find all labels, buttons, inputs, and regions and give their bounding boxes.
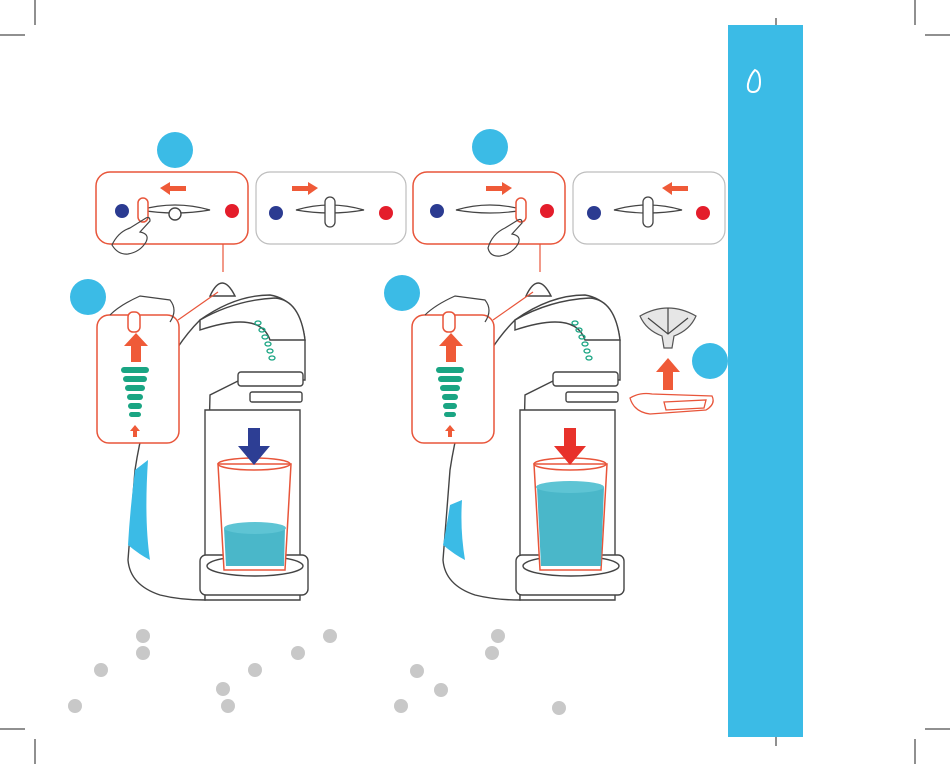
step-dot <box>157 132 193 168</box>
text-marker <box>410 664 424 678</box>
step-dot <box>472 129 508 165</box>
hot-drink-illustration <box>384 129 728 600</box>
text-marker <box>434 683 448 697</box>
text-marker <box>552 701 566 715</box>
text-markers <box>68 629 566 715</box>
drinking-glass <box>534 458 607 570</box>
text-marker <box>323 629 337 643</box>
lever-panel-right <box>573 172 725 244</box>
volume-panel <box>412 296 494 443</box>
text-marker <box>68 699 82 713</box>
lever-panel-left <box>96 172 248 254</box>
step-dot <box>70 279 106 315</box>
text-marker <box>291 646 305 660</box>
text-marker <box>485 646 499 660</box>
text-marker <box>136 629 150 643</box>
step-dot <box>692 343 728 379</box>
lever-panel-left <box>413 172 565 256</box>
text-marker <box>221 699 235 713</box>
lever-panel-right <box>256 172 406 244</box>
text-marker <box>248 663 262 677</box>
cold-drink-illustration <box>70 132 406 600</box>
text-marker <box>136 646 150 660</box>
cup-liquid <box>537 487 604 566</box>
text-marker <box>491 629 505 643</box>
drinking-glass <box>218 458 291 570</box>
text-marker <box>216 682 230 696</box>
text-marker <box>94 663 108 677</box>
sidebar-band <box>728 25 803 737</box>
up-arrow-icon <box>656 358 680 390</box>
volume-panel <box>97 296 179 443</box>
text-marker <box>394 699 408 713</box>
step-dot <box>384 275 420 311</box>
